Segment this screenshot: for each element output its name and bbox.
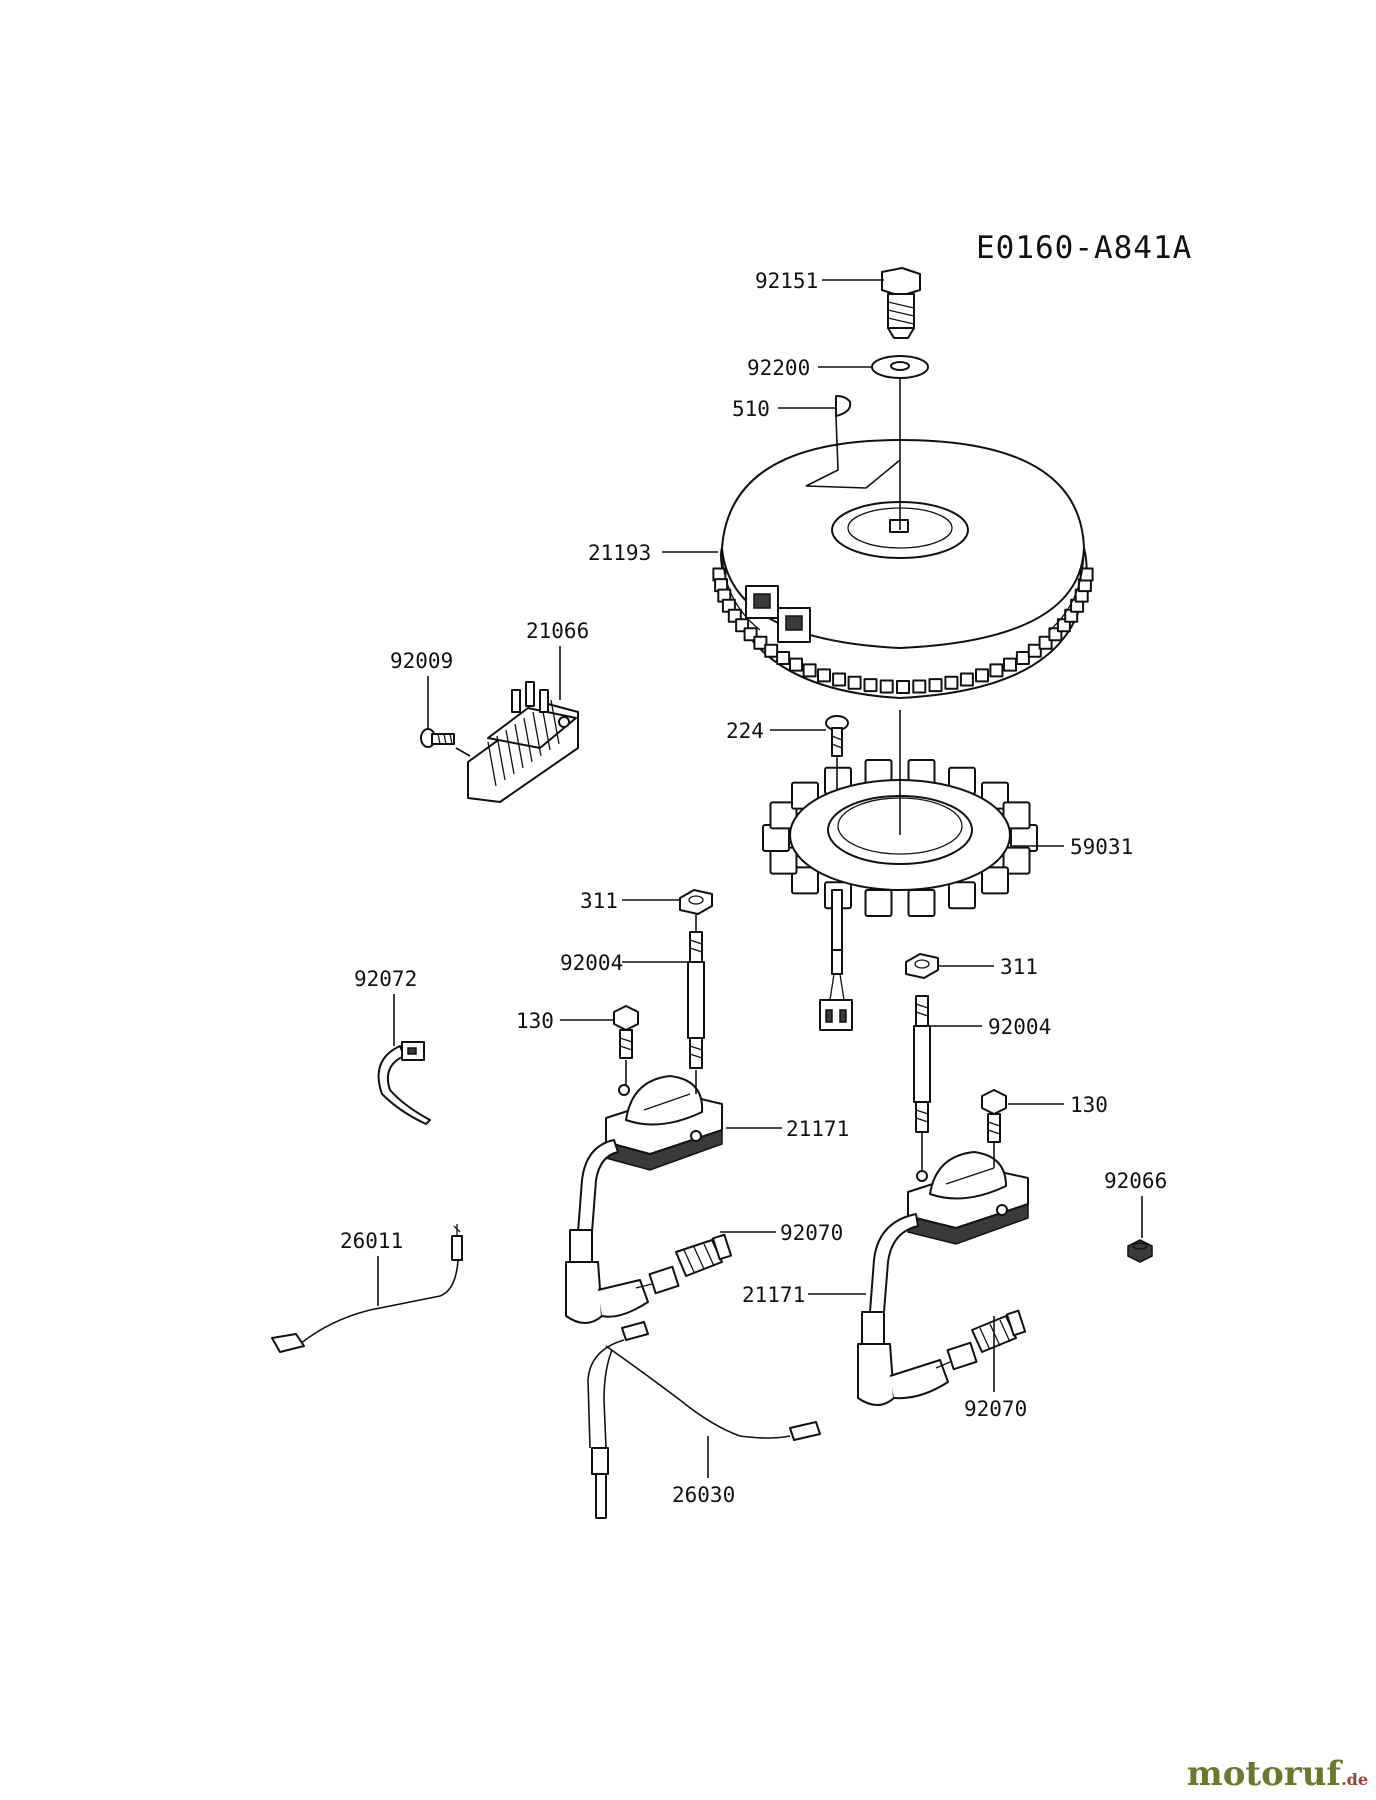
part-label-21171-b: 21171	[742, 1283, 805, 1307]
washer-92200	[871, 355, 929, 379]
part-label-92070-a: 92070	[780, 1221, 843, 1245]
part-label-92070-b: 92070	[964, 1397, 1027, 1421]
stud-92004-b	[913, 995, 931, 1133]
bolt-130-b	[981, 1089, 1007, 1143]
bolt-224	[825, 715, 849, 757]
part-label-21171-a: 21171	[786, 1117, 849, 1141]
stud-92004-a	[687, 931, 705, 1069]
diagram-code: E0160-A841A	[976, 230, 1192, 266]
leader-lines	[377, 279, 1143, 1478]
part-label-59031: 59031	[1070, 835, 1133, 859]
cable-tie-92072	[377, 1041, 431, 1125]
nut-311-a	[679, 889, 713, 915]
part-label-21193: 21193	[588, 541, 651, 565]
part-label-130-a: 130	[516, 1009, 554, 1033]
flywheel-21193	[712, 439, 1094, 699]
key-510	[835, 395, 852, 417]
part-label-92009: 92009	[390, 649, 453, 673]
part-labels: 92151 92200 510 21193 92009 21066 224 59…	[340, 269, 1167, 1507]
bolt-130-a	[613, 1005, 639, 1059]
regulator-21066	[467, 681, 579, 803]
part-label-311-a: 311	[580, 889, 618, 913]
nut-311-b	[905, 953, 939, 979]
part-label-92151: 92151	[755, 269, 818, 293]
part-label-92004-a: 92004	[560, 951, 623, 975]
part-label-311-b: 311	[1000, 955, 1038, 979]
lead-wire-26030	[587, 1321, 821, 1519]
watermark-name: motoruf	[1186, 1754, 1342, 1794]
part-label-224: 224	[726, 719, 764, 743]
spark-plug-92070-b	[935, 1309, 1027, 1371]
ignition-coil-21171-a	[565, 1075, 723, 1324]
ignition-coil-21171-b	[857, 1151, 1029, 1406]
part-label-21066: 21066	[526, 619, 589, 643]
part-label-130-b: 130	[1070, 1093, 1108, 1117]
watermark-tld: .de	[1341, 1770, 1368, 1789]
watermark-logo: motoruf.de	[1187, 1754, 1368, 1794]
part-label-92066: 92066	[1104, 1169, 1167, 1193]
part-label-92200: 92200	[747, 356, 810, 380]
part-label-26011: 26011	[340, 1229, 403, 1253]
stator-59031	[762, 759, 1038, 1031]
part-label-92072: 92072	[354, 967, 417, 991]
part-label-510: 510	[732, 397, 770, 421]
screw-92009	[420, 728, 455, 748]
lead-wire-26011	[271, 1224, 463, 1353]
part-label-92004-b: 92004	[988, 1015, 1051, 1039]
spark-plug-92070-a	[635, 1233, 733, 1295]
part-label-26030: 26030	[672, 1483, 735, 1507]
bolt-92151	[881, 267, 921, 339]
cap-92066	[1127, 1239, 1153, 1263]
